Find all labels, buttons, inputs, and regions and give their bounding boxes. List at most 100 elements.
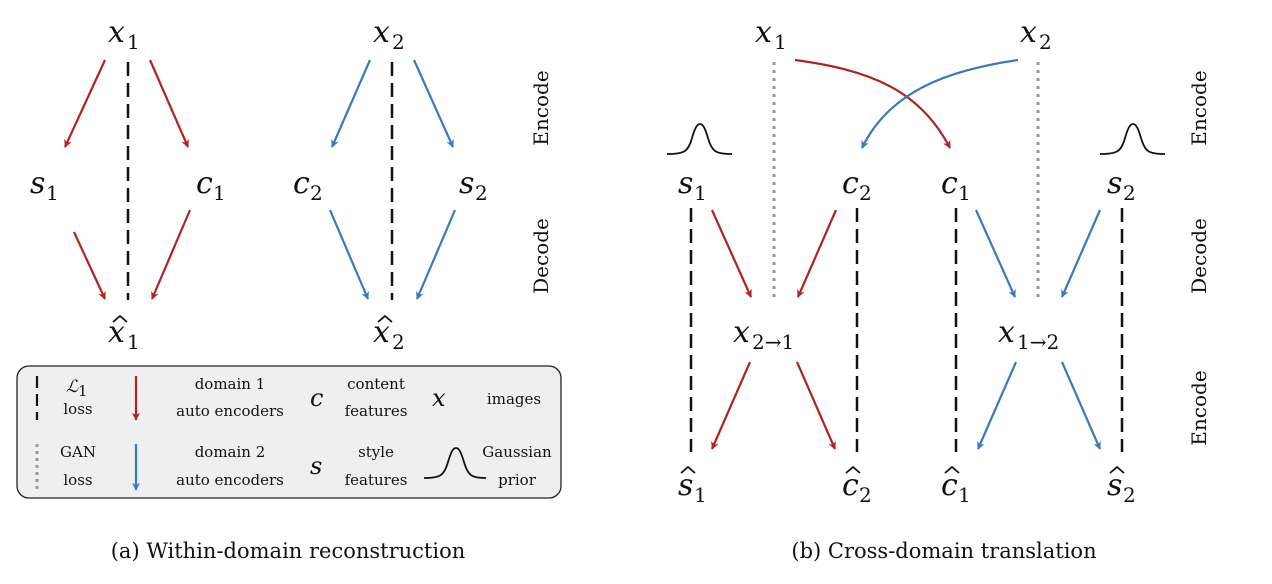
gaussian-curve-icon — [666, 123, 733, 155]
node-c1: c 1 — [196, 166, 226, 205]
svg-text:s: s — [1107, 166, 1122, 201]
svg-text:s: s — [1107, 468, 1122, 503]
encode-arrow-x1-s1 — [64, 59, 106, 148]
svg-text:c: c — [293, 166, 310, 201]
gaussian-curve-icon — [423, 447, 487, 479]
decode-arrow-c2-xhat2 — [328, 209, 370, 300]
node-c1: c 1 — [941, 166, 971, 205]
encode-arrow-x12-chat1 — [976, 361, 1018, 450]
svg-text:2: 2 — [1123, 483, 1136, 507]
svg-text:2: 2 — [1123, 181, 1136, 205]
domain1-label-line1: domain 1 — [195, 375, 266, 393]
svg-text:2: 2 — [859, 483, 872, 507]
svg-text:x: x — [373, 315, 390, 350]
node-x1: x 1 — [755, 15, 787, 54]
node-xhat1: x 1 — [108, 314, 140, 354]
svg-text:1: 1 — [213, 181, 226, 205]
svg-text:x: x — [733, 315, 750, 350]
node-s1: s 1 — [30, 166, 59, 205]
decode-arrow-s2-x12 — [1060, 209, 1102, 298]
svg-text:s: s — [678, 166, 693, 201]
svg-text:x: x — [755, 15, 772, 50]
content-label-line1: content — [347, 375, 405, 393]
style-label-line1: style — [358, 443, 394, 461]
l1-symbol: ℒ — [66, 377, 79, 397]
phase-label-decode: Decode — [1187, 218, 1211, 294]
svg-text:1: 1 — [958, 181, 971, 205]
svg-text:c: c — [196, 166, 213, 201]
encode-arrow-x2-c2 — [330, 59, 372, 148]
gaussian-curve-icon — [1099, 123, 1166, 155]
panel-a: x 1 x 2 s 1 c 1 c 2 s 2 x 1 x — [30, 15, 553, 563]
svg-text:2: 2 — [1039, 30, 1052, 54]
node-x2: x 2 — [1020, 15, 1052, 54]
node-chat2: c 2 — [842, 465, 872, 507]
domain2-label-line1: domain 2 — [195, 443, 266, 461]
encode-arrow-x1-c1 — [794, 58, 951, 149]
style-symbol: s — [310, 452, 322, 480]
node-s2: s 2 — [1107, 166, 1136, 205]
phase-label-encode: Encode — [1187, 70, 1211, 145]
node-c2: c 2 — [293, 166, 323, 205]
svg-text:2: 2 — [310, 181, 323, 205]
encode-arrow-x2-s2 — [412, 59, 455, 148]
encode-arrow-x1-c1 — [148, 59, 190, 148]
encode-arrow-x21-chat2 — [795, 361, 837, 450]
svg-text:x: x — [108, 315, 125, 350]
hat-mark — [680, 465, 696, 474]
domain1-label-line2: auto encoders — [176, 402, 284, 420]
decode-arrow-c1-x12 — [974, 209, 1017, 298]
legend: ℒ 1 loss GAN loss domain 1 auto encoders… — [16, 365, 562, 499]
svg-text:1: 1 — [958, 483, 971, 507]
node-s1: s 1 — [678, 166, 707, 205]
phase-label-decode: Decode — [529, 218, 553, 294]
hat-mark — [112, 314, 128, 323]
phase-label-encode: Encode — [529, 70, 553, 145]
decode-arrow-c2-x21 — [796, 209, 838, 298]
svg-text:c: c — [941, 166, 958, 201]
svg-text:x: x — [373, 15, 390, 50]
gaussian-label-line2: prior — [498, 471, 537, 489]
svg-text:x: x — [998, 315, 1015, 350]
node-chat1: c 1 — [941, 465, 971, 507]
svg-text:2→1: 2→1 — [752, 330, 794, 354]
svg-text:1: 1 — [694, 181, 707, 205]
node-shat1: s 1 — [678, 465, 707, 507]
svg-text:1: 1 — [774, 30, 787, 54]
gan-label-line1: GAN — [60, 443, 96, 461]
node-c2: c 2 — [842, 166, 872, 205]
decode-arrow-s1-xhat1 — [73, 231, 106, 300]
decode-arrow-c1-xhat1 — [150, 209, 192, 300]
hat-mark — [377, 314, 393, 323]
svg-text:1: 1 — [127, 30, 140, 54]
caption-a: (a) Within-domain reconstruction — [111, 539, 466, 563]
hat-mark — [944, 465, 960, 474]
hat-mark — [845, 465, 861, 474]
svg-text:c: c — [941, 468, 958, 503]
style-label-line2: features — [345, 471, 408, 489]
decode-arrow-s1-x21 — [710, 209, 753, 298]
svg-text:1→2: 1→2 — [1017, 330, 1059, 354]
domain2-label-line2: auto encoders — [176, 471, 284, 489]
caption-b: (b) Cross-domain translation — [791, 539, 1096, 563]
node-s2: s 2 — [459, 166, 488, 205]
l1-symbol-sub: 1 — [78, 382, 88, 400]
svg-text:x: x — [1020, 15, 1037, 50]
gaussian-label-line1: Gaussian — [482, 443, 552, 461]
svg-text:s: s — [459, 166, 474, 201]
panel-b: x 1 x 2 s 1 c 2 c 1 s 2 x 2→1 x 1→2 — [666, 15, 1211, 563]
svg-text:s: s — [678, 468, 693, 503]
svg-text:c: c — [842, 166, 859, 201]
node-x12: x 1→2 — [998, 315, 1059, 354]
svg-text:2: 2 — [859, 181, 872, 205]
svg-text:s: s — [30, 166, 45, 201]
legend-box — [16, 365, 562, 499]
svg-text:1: 1 — [46, 181, 59, 205]
encode-arrow-x21-shat1 — [710, 361, 752, 450]
images-symbol: x — [432, 384, 446, 412]
svg-text:x: x — [108, 15, 125, 50]
images-label: images — [487, 390, 541, 408]
content-label-line2: features — [345, 402, 408, 420]
svg-text:c: c — [842, 468, 859, 503]
